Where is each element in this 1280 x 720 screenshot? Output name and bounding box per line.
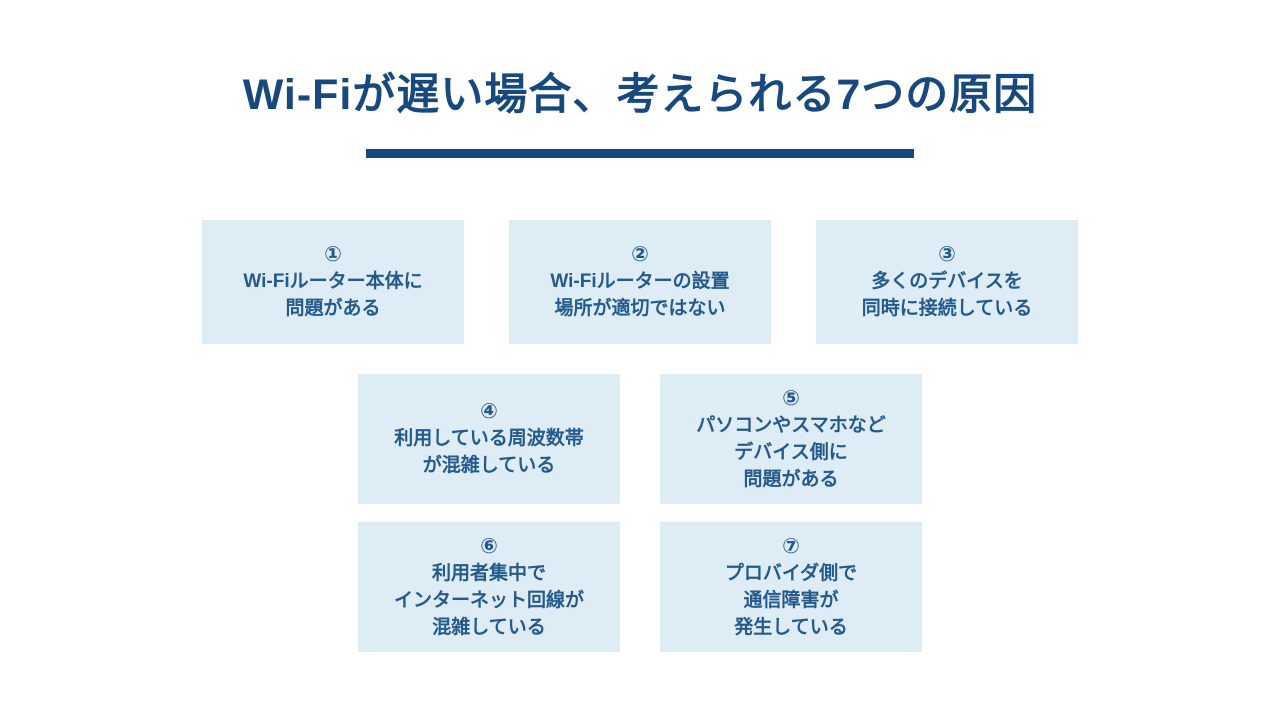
cause-text-5: パソコンやスマホなど デバイス側に 問題がある <box>696 414 886 490</box>
cause-number-2: ② <box>631 243 649 267</box>
cause-text-3: 多くのデバイスを 同時に接続している <box>861 271 1033 320</box>
cause-card-3: ③ 多くのデバイスを 同時に接続している <box>816 219 1078 344</box>
cause-text-6: 利用者集中で インターネット回線が 混雑している <box>393 562 584 638</box>
cause-row-2: ④ 利用している周波数帯 が混雑している ⑤ パソコンやスマホなど デバイス側に… <box>0 373 1280 504</box>
cause-card-5: ⑤ パソコンやスマホなど デバイス側に 問題がある <box>660 373 922 504</box>
cause-card-7: ⑦ プロバイダ側で 通信障害が 発生している <box>660 521 922 652</box>
cause-row-3: ⑥ 利用者集中で インターネット回線が 混雑している ⑦ プロバイダ側で 通信障… <box>0 521 1280 652</box>
cause-number-6: ⑥ <box>480 534 498 558</box>
cause-row-1: ① Wi-Fiルーター本体に 問題がある ② Wi-Fiルーターの設置 場所が適… <box>0 219 1280 344</box>
cause-text-4: 利用している周波数帯 が混雑している <box>394 428 584 477</box>
cause-card-4: ④ 利用している周波数帯 が混雑している <box>358 373 620 504</box>
title-underline <box>366 148 914 158</box>
cause-card-6: ⑥ 利用者集中で インターネット回線が 混雑している <box>358 521 620 652</box>
cause-card-1: ① Wi-Fiルーター本体に 問題がある <box>202 219 464 344</box>
cause-text-1: Wi-Fiルーター本体に 問題がある <box>243 271 423 320</box>
cause-number-1: ① <box>324 243 342 267</box>
cause-number-3: ③ <box>938 243 956 267</box>
cause-text-7: プロバイダ側で 通信障害が 発生している <box>724 562 858 638</box>
cause-text-2: Wi-Fiルーターの設置 場所が適切ではない <box>550 271 730 320</box>
cause-card-2: ② Wi-Fiルーターの設置 場所が適切ではない <box>509 219 771 344</box>
page-title: Wi-Fiが遅い場合、考えられる7つの原因 <box>242 71 1038 119</box>
cause-number-7: ⑦ <box>782 534 800 558</box>
cause-number-5: ⑤ <box>782 386 800 410</box>
cause-number-4: ④ <box>480 400 498 424</box>
